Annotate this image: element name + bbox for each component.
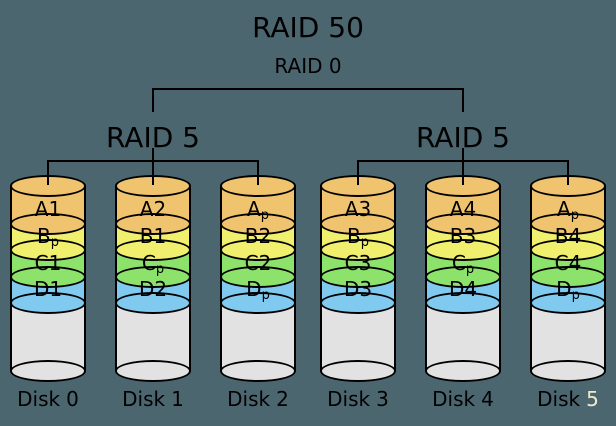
block-arc <box>220 239 296 261</box>
block-label: Dp <box>246 277 270 303</box>
raid0-label: RAID 0 <box>274 54 342 78</box>
block-label: Cp <box>451 251 475 277</box>
block-label: A2 <box>139 197 167 221</box>
block-arc <box>115 292 191 314</box>
raid0-bracket-line <box>152 88 464 112</box>
block-arc <box>320 213 396 235</box>
block-arc <box>10 266 86 288</box>
block-label: B2 <box>244 224 272 248</box>
block-label: Bp <box>37 224 59 250</box>
block-label: Cp <box>141 251 165 277</box>
block-arc <box>425 360 501 382</box>
block-label: A3 <box>344 197 372 221</box>
disk-body <box>425 303 501 382</box>
block-label: C3 <box>344 251 372 275</box>
block-arc <box>10 360 86 382</box>
block-label: B3 <box>449 224 477 248</box>
block-arc <box>220 266 296 288</box>
block-arc <box>220 213 296 235</box>
block-label: D3 <box>343 277 373 301</box>
block-arc <box>530 213 606 235</box>
disk-body <box>10 303 86 382</box>
block-arc <box>115 239 191 261</box>
block-arc <box>320 266 396 288</box>
disk-body <box>220 303 296 382</box>
block-arc <box>10 239 86 261</box>
disk-body <box>320 303 396 382</box>
block-arc <box>425 292 501 314</box>
block-arc <box>530 292 606 314</box>
raid5-right-bracket-line <box>357 160 569 185</box>
block-label: B1 <box>139 224 167 248</box>
block-label: D4 <box>448 277 478 301</box>
block-label: A4 <box>449 197 477 221</box>
block-arc <box>320 239 396 261</box>
block-arc <box>10 292 86 314</box>
block-label: C4 <box>554 251 582 275</box>
block-arc <box>425 266 501 288</box>
block-arc <box>115 360 191 382</box>
block-arc <box>425 213 501 235</box>
block-arc <box>530 239 606 261</box>
block-label: C2 <box>244 251 272 275</box>
block-arc <box>220 360 296 382</box>
block-arc <box>425 239 501 261</box>
block-label: A1 <box>34 197 62 221</box>
block-label: D2 <box>138 277 168 301</box>
block-arc <box>320 360 396 382</box>
diagram-title: RAID 50 <box>252 11 364 44</box>
block-arc <box>320 292 396 314</box>
block-arc <box>115 266 191 288</box>
block-label: D1 <box>33 277 63 301</box>
disk-body <box>530 303 606 382</box>
raid5-right-stem-line <box>462 148 464 185</box>
block-label: C1 <box>34 251 62 275</box>
block-label: Ap <box>247 197 269 223</box>
block-label: Ap <box>557 197 579 223</box>
raid5-left-bracket-line <box>47 160 259 185</box>
block-arc <box>530 360 606 382</box>
raid5-left-stem-line <box>152 148 154 185</box>
block-label: B4 <box>554 224 582 248</box>
block-arc <box>220 292 296 314</box>
block-arc <box>115 213 191 235</box>
block-arc <box>10 213 86 235</box>
block-arc <box>530 266 606 288</box>
block-label: Dp <box>556 277 580 303</box>
disk-body <box>115 303 191 382</box>
block-label: Bp <box>347 224 369 250</box>
